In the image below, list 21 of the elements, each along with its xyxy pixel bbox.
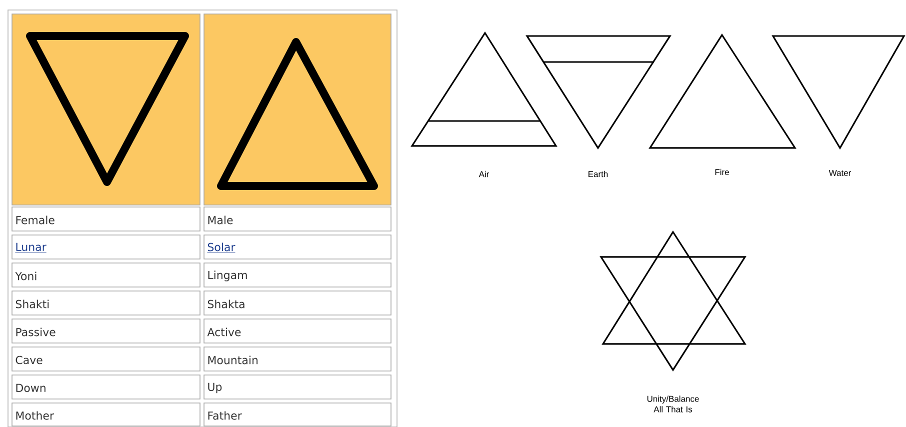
link-cell: Solar bbox=[204, 234, 392, 260]
table-cell: Down bbox=[12, 374, 200, 400]
table-cell: Shakti bbox=[12, 290, 200, 316]
table-cell: Up bbox=[204, 374, 392, 400]
symbol-label: Air bbox=[478, 170, 490, 178]
table-cell: Male bbox=[204, 206, 392, 232]
symbol-label: Earth bbox=[588, 170, 608, 178]
table-cell: Active bbox=[204, 318, 392, 344]
symbol-label: Water bbox=[828, 170, 852, 176]
table-cell: Mother bbox=[12, 402, 200, 426]
symbol-label: Unity/Balance All That Is bbox=[647, 396, 699, 412]
table-cell: Lingam bbox=[204, 262, 392, 288]
table-cell: Female bbox=[12, 206, 200, 232]
table-cell: Cave bbox=[12, 346, 200, 372]
table-cell: Yoni bbox=[12, 262, 200, 288]
table-cell: Shakta bbox=[204, 290, 392, 316]
table-cell: Passive bbox=[12, 318, 200, 344]
table-cell: Mountain bbox=[204, 346, 392, 372]
table-cell: Father bbox=[204, 402, 392, 426]
symbol-label: Fire bbox=[715, 168, 729, 176]
link-cell: Lunar bbox=[12, 234, 200, 260]
